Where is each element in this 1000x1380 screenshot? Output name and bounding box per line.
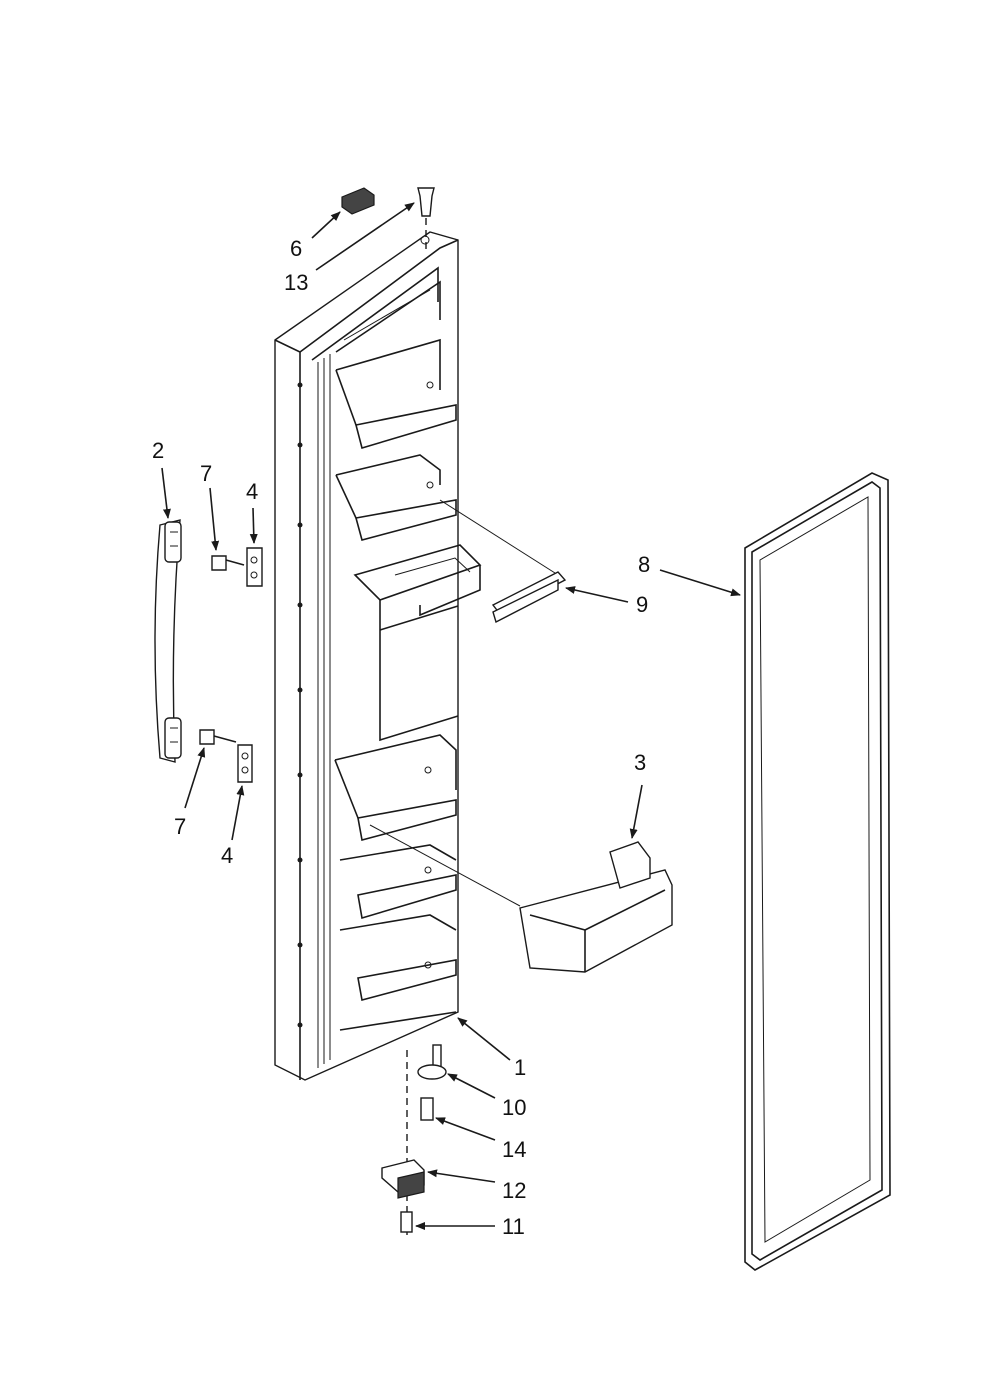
upper-shelves — [335, 338, 457, 541]
bottom-hinge-bracket — [381, 1159, 425, 1199]
dispenser-opening — [353, 544, 482, 742]
callout-10: 10 — [502, 1095, 527, 1120]
bottom-hinge-pin — [417, 1044, 447, 1080]
callout-8: 8 — [638, 552, 651, 577]
callout-arrows — [161, 202, 741, 1230]
callout-4-lower: 4 — [221, 843, 234, 868]
callout-7-lower: 7 — [174, 814, 187, 839]
top-hinge-bushing — [417, 187, 435, 252]
callout-1: 1 — [514, 1055, 527, 1080]
handle-bracket-lower — [237, 744, 253, 783]
callout-2: 2 — [152, 438, 165, 463]
callout-6: 6 — [290, 236, 303, 261]
handle-bracket-upper — [246, 547, 263, 587]
handle-screw-upper — [211, 555, 245, 571]
bottom-screw — [400, 1211, 413, 1233]
lower-shelves — [334, 734, 457, 1031]
callout-14: 14 — [502, 1137, 527, 1162]
callout-4-upper: 4 — [246, 479, 259, 504]
callout-11: 11 — [502, 1214, 525, 1239]
door-handle — [154, 519, 182, 763]
callout-13: 13 — [284, 270, 309, 295]
bottom-hinge-screw — [420, 1097, 434, 1121]
edge-screw-holes — [297, 382, 303, 1028]
door-bin — [369, 824, 673, 973]
handle-screw-lower — [199, 729, 237, 745]
door-gasket — [744, 472, 891, 1271]
top-cap — [341, 187, 375, 215]
callout-9: 9 — [636, 592, 649, 617]
door-assembly — [274, 231, 482, 1081]
callout-12: 12 — [502, 1178, 527, 1203]
callout-7-upper: 7 — [200, 461, 213, 486]
callout-3: 3 — [634, 750, 647, 775]
dispenser-trim — [439, 499, 567, 624]
